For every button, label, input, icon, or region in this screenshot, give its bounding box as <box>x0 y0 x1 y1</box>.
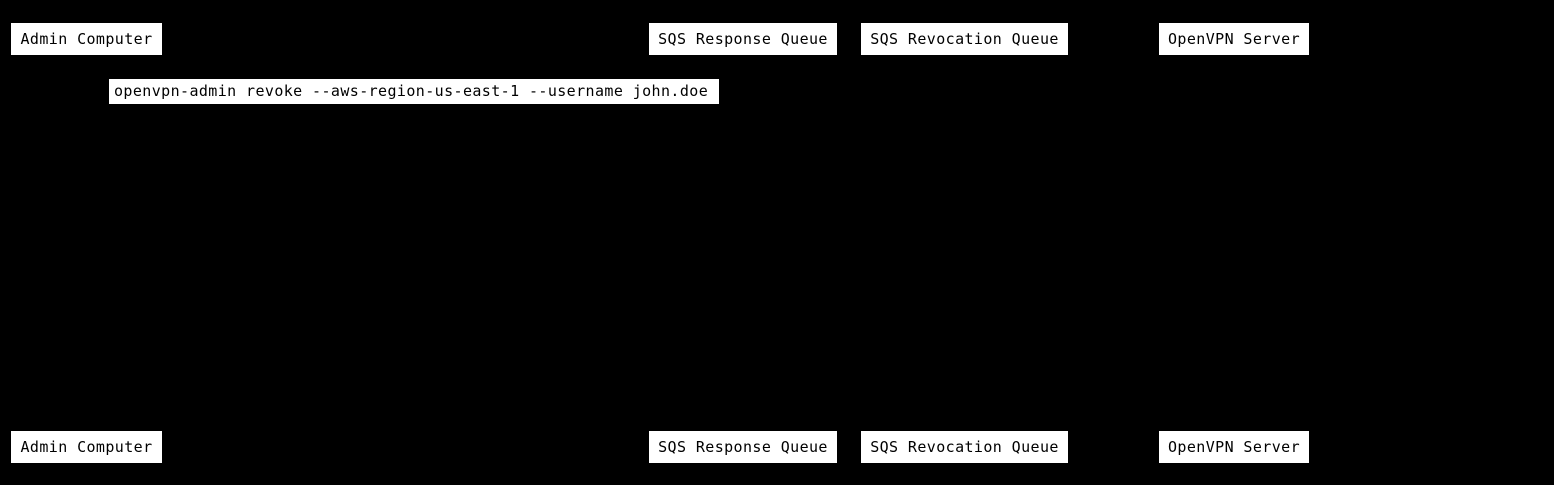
participant-openvpn-server-bottom[interactable]: OpenVPN Server <box>1158 430 1310 464</box>
participant-label: Admin Computer <box>20 29 153 48</box>
participant-sqs-response-queue-bottom[interactable]: SQS Response Queue <box>648 430 838 464</box>
lifeline-admin-computer <box>86 56 87 430</box>
participant-label: SQS Revocation Queue <box>870 29 1059 48</box>
lifeline-sqs-revocation-queue <box>964 56 965 430</box>
participant-label: Admin Computer <box>20 437 153 456</box>
participant-admin-computer-top[interactable]: Admin Computer <box>10 22 163 56</box>
lifeline-openvpn-server <box>1234 56 1235 430</box>
message-label: openvpn-admin revoke --aws-region-us-eas… <box>114 82 709 100</box>
participant-label: SQS Revocation Queue <box>870 437 1059 456</box>
participant-sqs-revocation-queue-top[interactable]: SQS Revocation Queue <box>860 22 1069 56</box>
participant-admin-computer-bottom[interactable]: Admin Computer <box>10 430 163 464</box>
participant-sqs-revocation-queue-bottom[interactable]: SQS Revocation Queue <box>860 430 1069 464</box>
participant-sqs-response-queue-top[interactable]: SQS Response Queue <box>648 22 838 56</box>
participant-label: SQS Response Queue <box>658 437 828 456</box>
lifeline-sqs-response-queue <box>743 56 744 430</box>
message-revoke-command[interactable]: openvpn-admin revoke --aws-region-us-eas… <box>108 78 720 105</box>
participant-label: OpenVPN Server <box>1167 437 1301 456</box>
participant-openvpn-server-top[interactable]: OpenVPN Server <box>1158 22 1310 56</box>
participant-label: OpenVPN Server <box>1167 29 1301 48</box>
participant-label: SQS Response Queue <box>658 29 828 48</box>
